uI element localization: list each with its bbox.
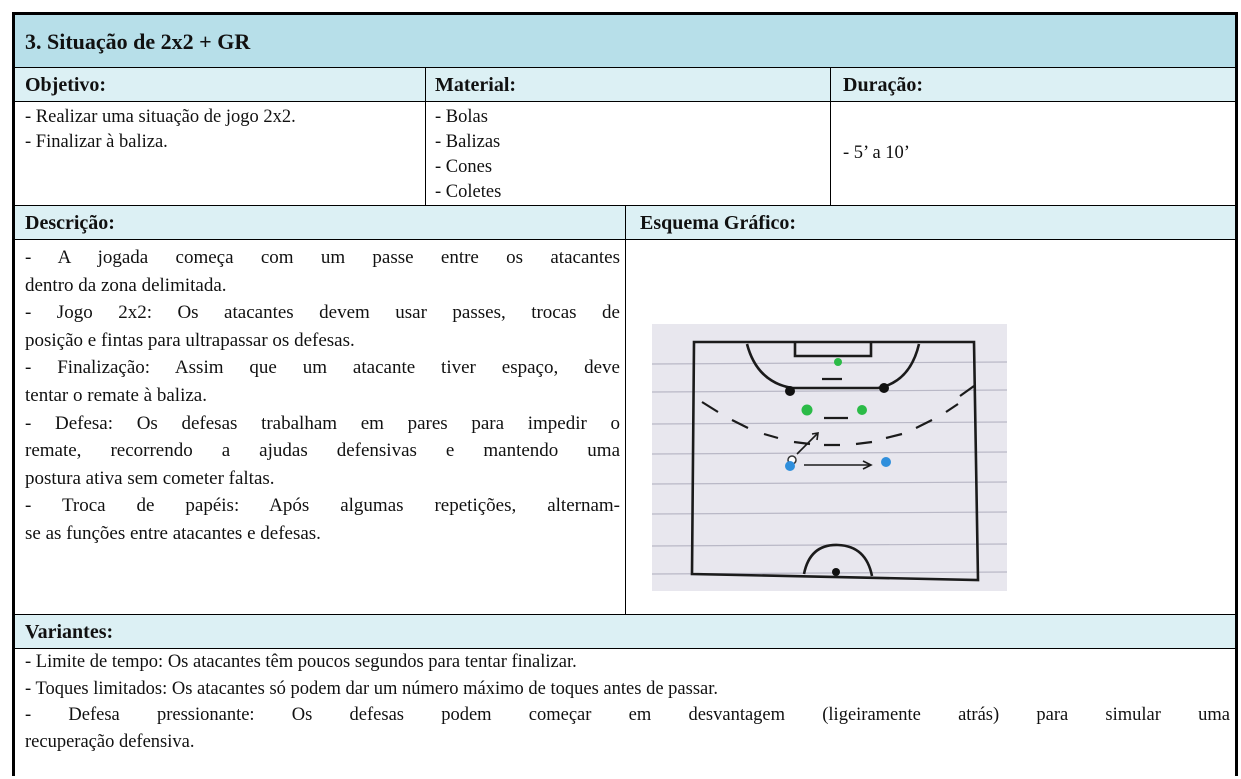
objetivo-cell: - Realizar uma situação de jogo 2x2. - F… [15,102,426,205]
objetivo-line: - Realizar uma situação de jogo 2x2. [25,107,296,127]
descricao-line: - A jogada começa com um passe entre os … [25,247,620,268]
header-row-2: Descrição: Esquema Gráfico: [15,206,1235,240]
material-cell: - Bolas - Balizas - Cones - Coletes [426,102,831,205]
header-esquema: Esquema Gráfico: [640,212,797,234]
descricao-line: - Defesa: Os defesas trabalham em pares … [25,412,620,434]
header-duracao: Duração: [843,74,923,96]
goalkeeper-marker [834,358,842,366]
header-variantes: Variantes: [25,621,114,643]
material-item: - Cones [435,157,493,177]
variante-line: recuperação defensiva. [25,731,195,752]
field-diagram-image [652,324,1007,591]
variante-line: - Limite de tempo: Os atacantes têm pouc… [25,652,577,672]
descricao-line: tentar o remate à baliza. [25,384,207,406]
objetivo-line: - Finalizar à baliza. [25,132,168,152]
content-row-1: - Realizar uma situação de jogo 2x2. - F… [15,102,1235,206]
descricao-line: remate, recorrendo a ajudas defensivas e… [25,440,620,462]
content-row-3: - Limite de tempo: Os atacantes têm pouc… [15,649,1235,779]
duracao-cell: - 5’ a 10’ [831,102,1235,205]
material-item: - Balizas [435,132,501,152]
descricao-cell: - A jogada começa com um passe entre os … [15,240,626,614]
descricao-line: - Troca de papéis: Após algumas repetiçõ… [25,495,620,517]
descricao-line: se as funções entre atacantes e defesas. [25,522,321,544]
header-descricao: Descrição: [15,206,626,239]
header-row-3: Variantes: [15,615,1235,649]
descricao-line: - Jogo 2x2: Os atacantes devem usar pass… [25,302,620,324]
descricao-line: - Finalização: Assim que um atacante tiv… [25,357,620,379]
descricao-line: postura ativa sem cometer faltas. [25,467,275,489]
variante-line: - Toques limitados: Os atacantes só pode… [25,678,718,699]
variante-line: - Defesa pressionante: Os defesas podem … [25,705,1230,725]
sheet-title: 3. Situação de 2x2 + GR [15,15,1235,68]
exercise-sheet: 3. Situação de 2x2 + GR Objetivo: Materi… [12,12,1238,776]
futsal-field-sketch [652,324,1007,591]
header-row-1: Objetivo: Material: Duração: [15,68,1235,102]
material-item: - Coletes [435,182,502,202]
descricao-line: dentro da zona delimitada. [25,274,227,296]
material-item: - Bolas [435,107,488,127]
duracao-value: - 5’ a 10’ [843,143,910,163]
header-objetivo: Objetivo: [15,68,426,101]
content-row-2: - A jogada começa com um passe entre os … [15,240,1235,615]
descricao-line: posição e fintas para ultrapassar os def… [25,329,355,351]
header-material: Material: [426,68,831,101]
